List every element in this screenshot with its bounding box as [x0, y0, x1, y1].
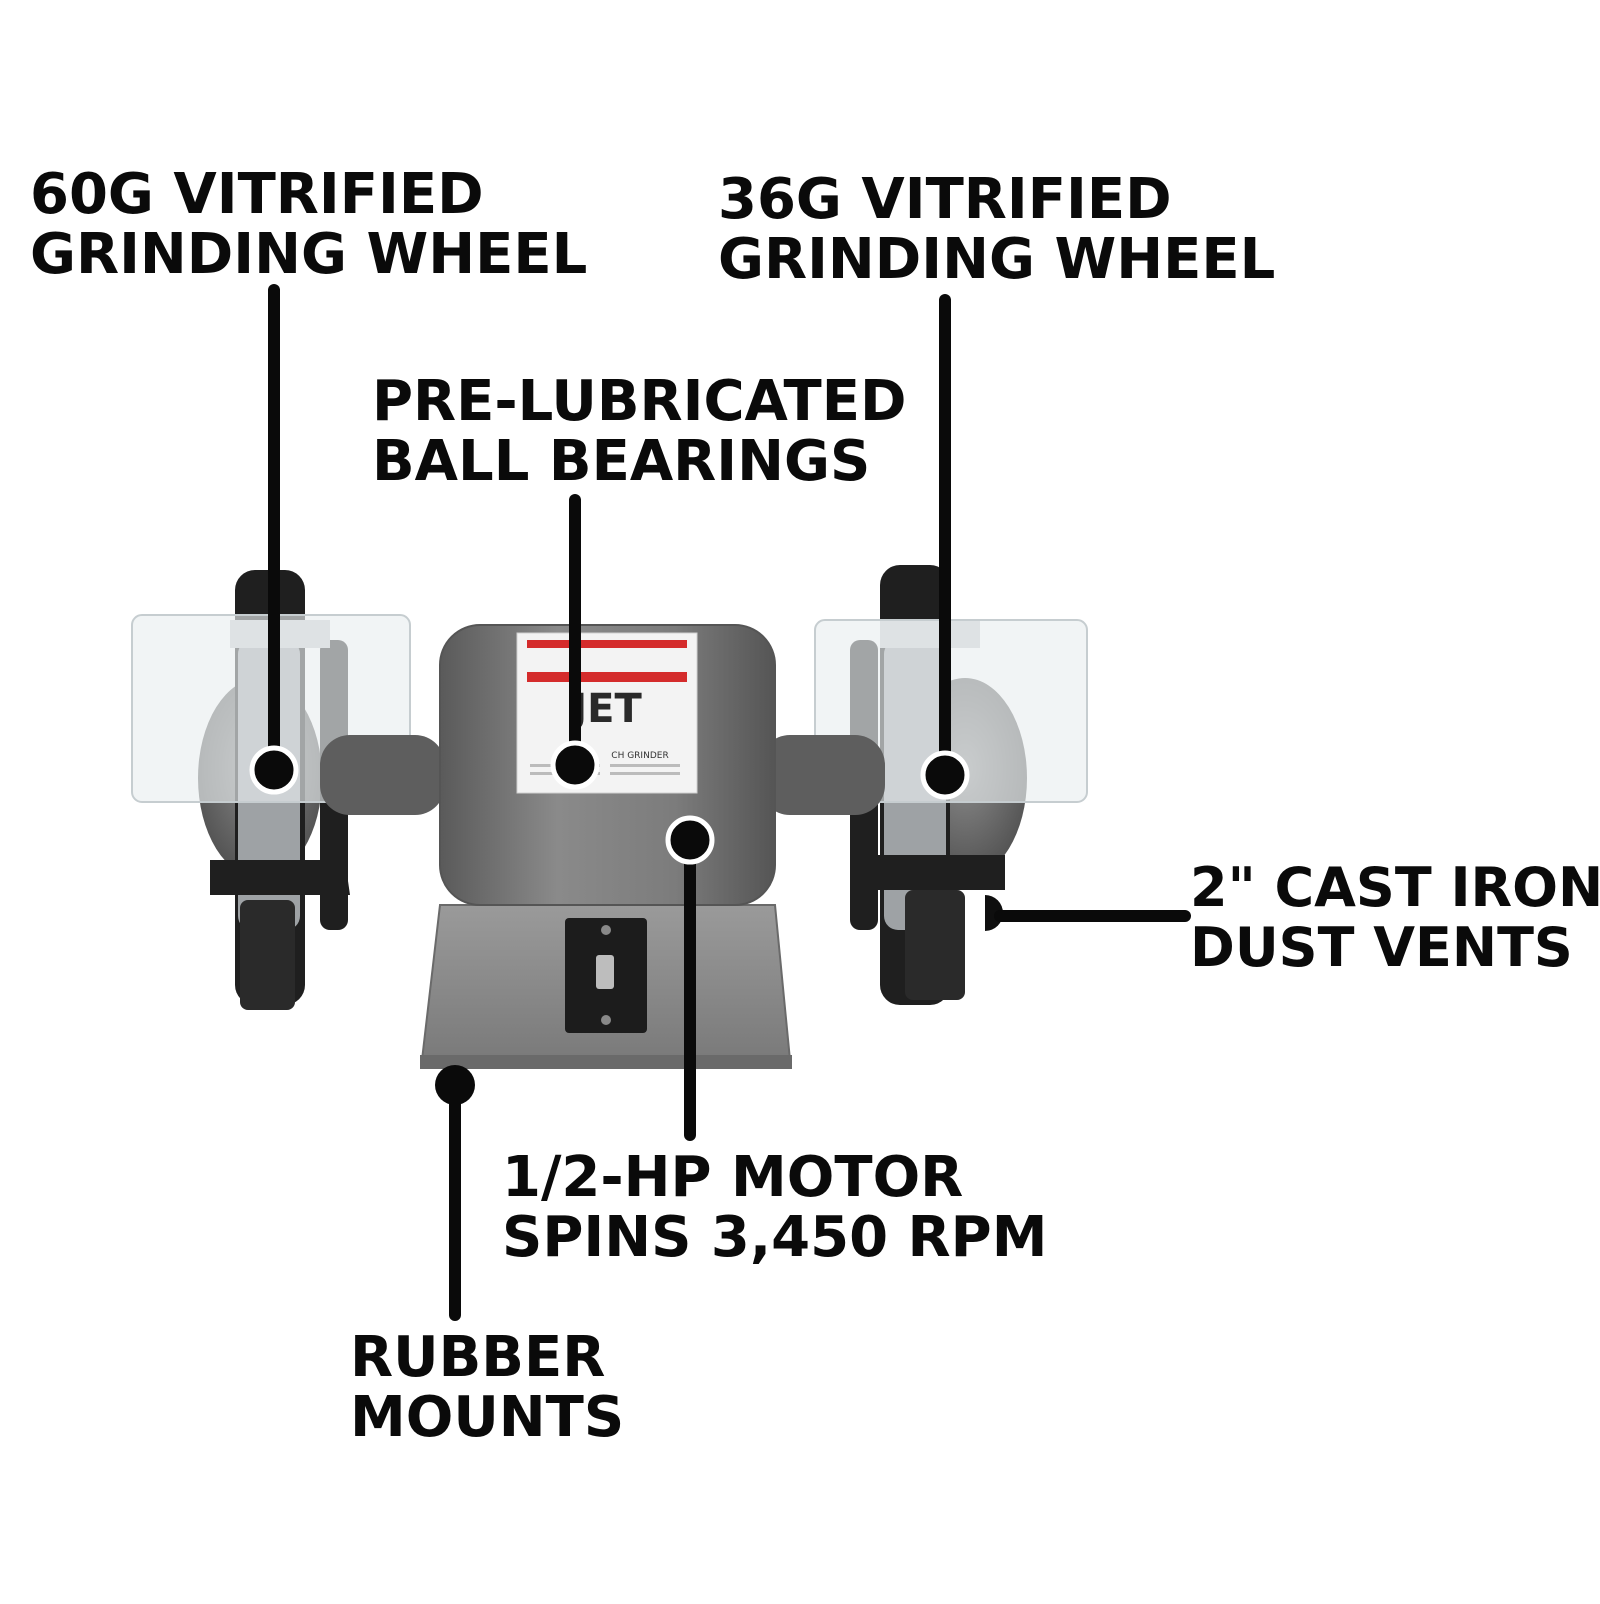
marker-wheel-36g	[920, 750, 970, 800]
callout-bearings-line-2: BALL BEARINGS	[372, 429, 871, 494]
callout-motor-line-1: 1/2-HP MOTOR	[502, 1145, 964, 1210]
marker-bearings	[550, 740, 600, 790]
callout-wheel-36g-line-2: GRINDING WHEEL	[718, 227, 1276, 292]
callout-wheel-60g-line-2: GRINDING WHEEL	[30, 222, 588, 287]
callout-bearings-line-1: PRE-LUBRICATED	[372, 369, 907, 434]
label-brand-band	[527, 672, 687, 682]
left-tool-rest	[210, 860, 350, 895]
callout-rubber-mounts-line-2: MOUNTS	[350, 1385, 625, 1450]
right-arbor-neck	[760, 735, 885, 815]
label-title: CH GRINDER	[611, 751, 668, 761]
callout-dust-vents-line-1: 2" CAST IRON	[1190, 856, 1600, 919]
callout-wheel-36g-line-1: 36G VITRIFIED	[718, 167, 1172, 232]
callout-dust-vents: 2" CAST IRON DUST VENTS	[1190, 858, 1600, 978]
brand-logo: JET	[569, 686, 642, 732]
callout-bearings: PRE-LUBRICATED BALL BEARINGS	[372, 372, 907, 492]
dust-vent-opening	[985, 895, 1003, 931]
right-tool-rest	[860, 855, 1005, 890]
callout-motor: 1/2-HP MOTOR SPINS 3,450 RPM	[502, 1148, 1047, 1268]
grinder-base	[420, 904, 792, 1069]
marker-motor	[665, 815, 715, 865]
toggle-switch	[596, 955, 614, 989]
callout-rubber-mounts: RUBBER MOUNTS	[350, 1328, 624, 1448]
left-arbor-neck	[320, 735, 445, 815]
leader-lines	[249, 284, 1191, 1321]
marker-rubber-mounts	[435, 1065, 475, 1105]
motor-housing: JET CH GRINDER	[439, 624, 776, 906]
label-warning-band	[527, 640, 687, 648]
callout-motor-line-2: SPINS 3,450 RPM	[502, 1205, 1048, 1270]
callout-wheel-60g-line-1: 60G VITRIFIED	[30, 162, 484, 227]
callout-dust-vents-line-2: DUST VENTS	[1190, 916, 1573, 979]
marker-wheel-60g	[249, 745, 299, 795]
callout-wheel-60g: 60G VITRIFIED GRINDING WHEEL	[30, 165, 587, 285]
callout-rubber-mounts-line-1: RUBBER	[350, 1325, 606, 1390]
callout-wheel-36g: 36G VITRIFIED GRINDING WHEEL	[718, 170, 1275, 290]
